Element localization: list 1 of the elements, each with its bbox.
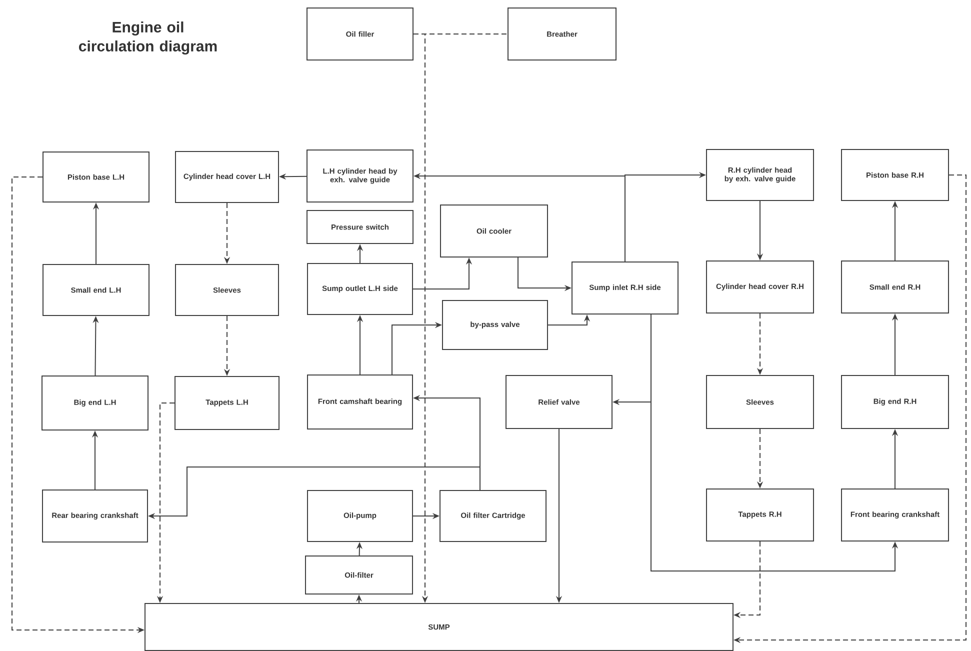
title: Engine oil circulation diagram	[78, 21, 217, 55]
